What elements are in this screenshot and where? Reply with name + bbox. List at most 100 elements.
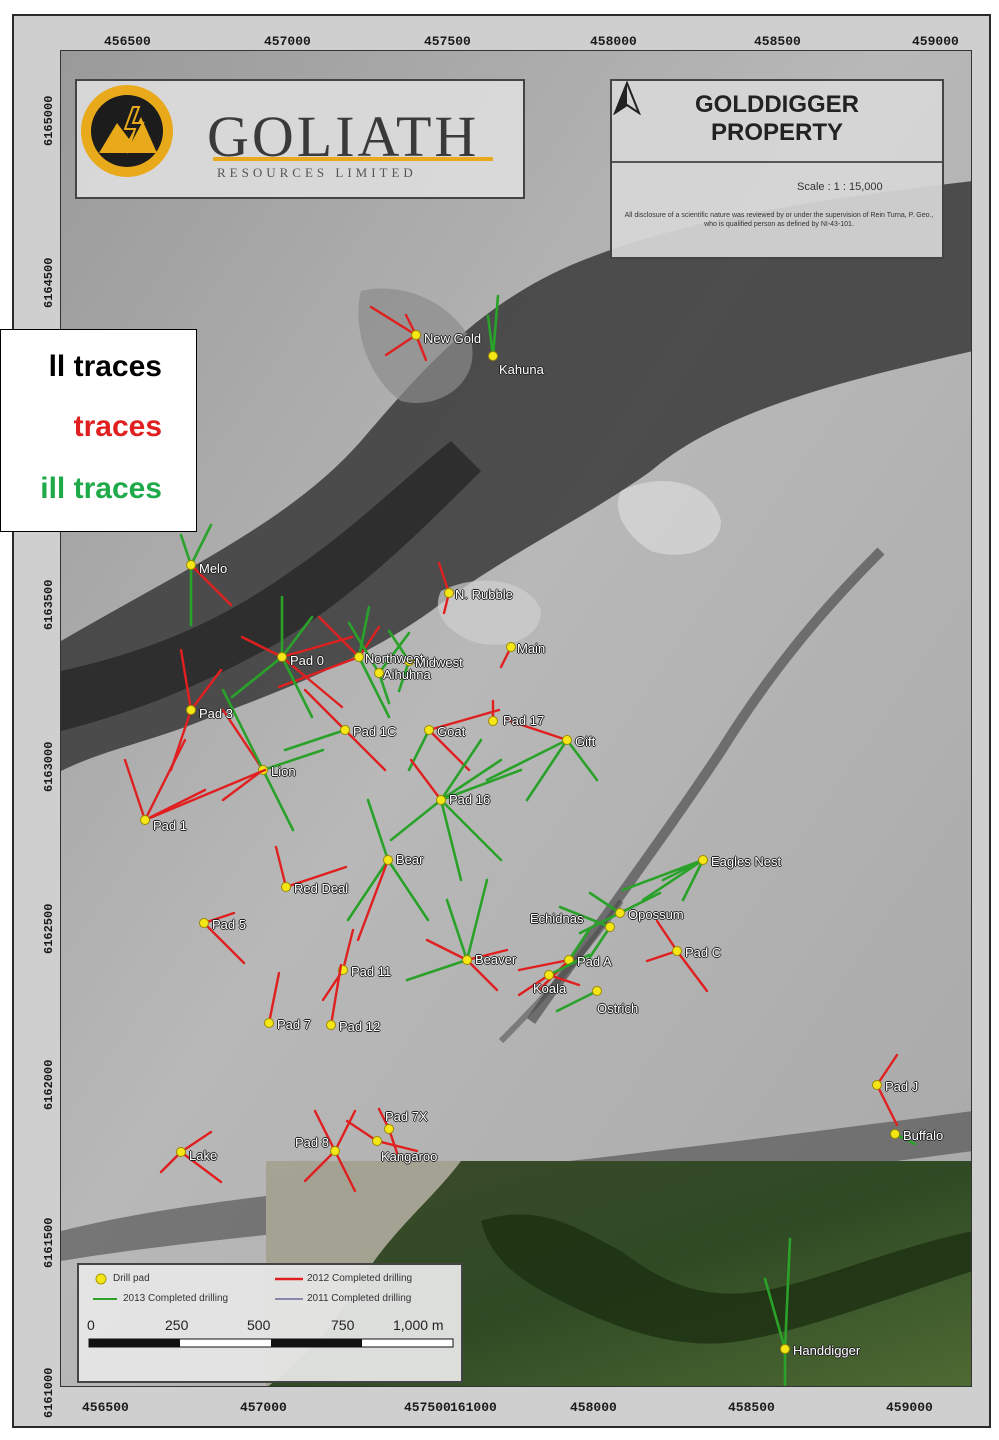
- drill-pad-label: Pad 8: [295, 1135, 329, 1150]
- goliath-emblem-icon: [81, 85, 173, 177]
- drill-trace: [345, 1119, 379, 1143]
- drill-pad-marker[interactable]: [354, 652, 364, 662]
- drill-pad-marker[interactable]: [374, 668, 384, 678]
- drill-trace: [267, 971, 281, 1025]
- drill-pad-label: Beaver: [475, 952, 517, 967]
- drill-pad-marker[interactable]: [488, 716, 498, 726]
- top-coord: 458500: [754, 34, 801, 49]
- drill-trace: [427, 708, 501, 732]
- drill-trace: [437, 561, 451, 595]
- drill-pad-marker[interactable]: [544, 970, 554, 980]
- drill-pad-label: Melo: [199, 561, 228, 576]
- drill-trace: [517, 973, 551, 997]
- drill-trace: [439, 768, 523, 802]
- drill-pad-marker[interactable]: [698, 855, 708, 865]
- drill-pad-marker[interactable]: [383, 855, 393, 865]
- drill-trace: [389, 798, 443, 842]
- bottom-coord: 458500: [728, 1400, 775, 1415]
- drill-pad-label: Pad 5: [212, 917, 246, 932]
- drill-pad-label: Pad C: [685, 945, 722, 960]
- drill-pad-label: Goat: [437, 724, 466, 739]
- logo-rule: [213, 157, 493, 161]
- drill-pad-marker[interactable]: [411, 330, 421, 340]
- drill-pad-marker[interactable]: [281, 882, 291, 892]
- drill-trace: [407, 728, 431, 772]
- left-coord: 6164500: [42, 257, 56, 308]
- drill-trace: [555, 989, 599, 1013]
- drill-trace: [346, 858, 390, 922]
- legend-2012: 2012 Completed drilling: [307, 1273, 413, 1284]
- drill-pad-label: Pad 17: [503, 713, 545, 728]
- drill-pad-marker[interactable]: [326, 1020, 336, 1030]
- drill-pad-marker[interactable]: [462, 955, 472, 965]
- drill-pad-label: Pad 3: [199, 706, 233, 721]
- scale-tick: 500: [247, 1317, 271, 1333]
- drill-pad-marker[interactable]: [562, 735, 572, 745]
- drill-pad-label: New Gold: [424, 331, 482, 346]
- scale-tick: 0: [87, 1317, 95, 1333]
- drill-trace: [405, 958, 469, 982]
- drill-trace: [189, 523, 213, 567]
- drill-pad-label: Bear: [396, 852, 424, 867]
- drill-pad-marker[interactable]: [780, 1344, 790, 1354]
- drill-pad-marker[interactable]: [592, 986, 602, 996]
- drill-trace: [505, 718, 569, 742]
- drill-pad-marker[interactable]: [340, 725, 350, 735]
- drill-pad-label: Pad 1C: [353, 724, 397, 739]
- drill-pad-marker[interactable]: [890, 1129, 900, 1139]
- drill-pad-marker[interactable]: [264, 1018, 274, 1028]
- top-coord: 457500: [424, 34, 471, 49]
- drill-pad-marker[interactable]: [404, 656, 414, 666]
- drill-pad-marker[interactable]: [176, 1147, 186, 1157]
- drill-trace: [179, 1150, 223, 1184]
- drill-pad-marker[interactable]: [384, 1124, 394, 1134]
- drill-trace: [277, 655, 361, 689]
- drill-pad-marker[interactable]: [372, 1136, 382, 1146]
- drill-trace: [280, 655, 314, 719]
- drill-pad-label: Pad 16: [449, 792, 491, 807]
- drill-pad-label: Pad 12: [339, 1019, 381, 1034]
- drill-pad-label: Pad 1: [153, 818, 187, 833]
- drill-trace: [284, 865, 348, 889]
- drill-trace: [303, 1149, 337, 1183]
- legend-2013: 2013 Completed drilling: [123, 1293, 229, 1304]
- drill-pad-marker[interactable]: [436, 795, 446, 805]
- drill-trace: [445, 898, 469, 962]
- logo-subtitle: RESOURCES LIMITED: [217, 165, 417, 180]
- drill-trace: [357, 655, 391, 719]
- drill-pad-marker[interactable]: [424, 725, 434, 735]
- drill-pad-marker[interactable]: [186, 705, 196, 715]
- drill-pad-marker[interactable]: [488, 351, 498, 361]
- drill-pad-marker[interactable]: [186, 560, 196, 570]
- drill-trace: [618, 891, 662, 915]
- drill-pad-marker[interactable]: [605, 922, 615, 932]
- drill-pad-label: Pad 0: [290, 653, 324, 668]
- drill-pad-label: Buffalo: [903, 1128, 944, 1143]
- drill-trace: [329, 963, 343, 1027]
- drill-pad-marker[interactable]: [615, 908, 625, 918]
- drill-trace: [386, 858, 430, 922]
- drill-pad-marker[interactable]: [444, 588, 454, 598]
- drill-pad-marker[interactable]: [872, 1080, 882, 1090]
- title-panel: GOLDDIGGER PROPERTY Scale : 1 : 15,000 A…: [610, 79, 944, 259]
- drill-trace: [189, 563, 233, 607]
- drill-trace: [621, 858, 705, 892]
- drill-pad-marker[interactable]: [199, 918, 209, 928]
- drill-trace: [143, 738, 187, 822]
- drill-trace: [202, 911, 236, 925]
- drill-trace: [221, 688, 265, 772]
- drill-pad-marker[interactable]: [330, 1146, 340, 1156]
- drill-pad-marker[interactable]: [672, 946, 682, 956]
- drill-trace: [427, 728, 471, 772]
- drill-pad-marker[interactable]: [277, 652, 287, 662]
- callout-line-3: ill traces: [40, 472, 162, 505]
- drill-pad-marker[interactable]: [506, 642, 516, 652]
- drill-trace: [341, 928, 355, 972]
- drill-trace: [491, 294, 500, 358]
- bottom-coord: 161000: [450, 1400, 497, 1415]
- scale-tick: 1,000 m: [393, 1317, 444, 1333]
- drill-pad-marker[interactable]: [140, 815, 150, 825]
- drill-trace: [517, 958, 571, 972]
- drill-trace: [558, 905, 612, 929]
